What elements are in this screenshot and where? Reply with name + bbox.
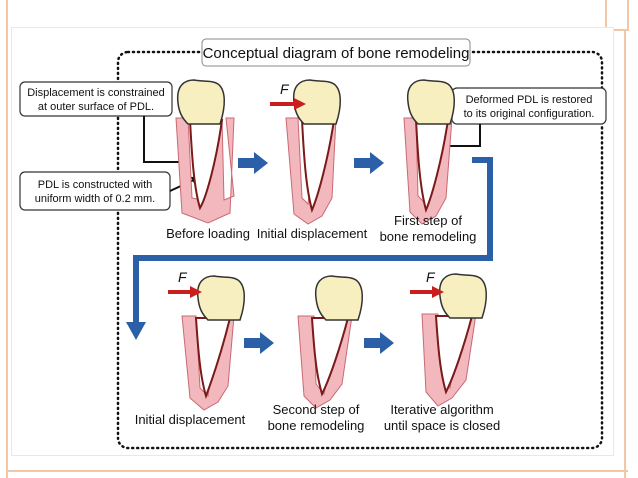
force-arrow-1-head xyxy=(294,98,306,110)
svg-text:Displacement is constrained: Displacement is constrained xyxy=(27,87,165,99)
caption-second-step-line1: Second step of xyxy=(273,402,360,417)
caption-first-step-line2: bone remodeling xyxy=(380,229,477,244)
force-label-2: F xyxy=(178,269,188,285)
flow-arrow-1 xyxy=(238,152,268,174)
caption-iterative-line2: until space is closed xyxy=(384,418,500,433)
callout-outer-surface: Displacement is constrained at outer sur… xyxy=(19,81,173,117)
callout-outer-surface-pointer xyxy=(143,116,190,166)
diagram-title: Conceptual diagram of bone remodeling xyxy=(203,45,470,62)
flow-arrow-3 xyxy=(244,332,274,354)
slide-border xyxy=(6,0,626,478)
slide-corner-decoration xyxy=(605,0,629,31)
tooth-first-step-remodeling xyxy=(403,79,455,225)
caption-first-step-line1: First step of xyxy=(394,213,462,228)
flow-connector xyxy=(133,157,493,326)
caption-second-step-line2: bone remodeling xyxy=(268,418,365,433)
svg-text:to its original configuration.: to its original configuration. xyxy=(464,108,595,120)
tooth-initial-displacement-1 xyxy=(285,79,341,225)
force-label-1: F xyxy=(280,81,290,97)
svg-text:PDL is constructed with: PDL is constructed with xyxy=(38,179,153,191)
svg-text:uniform width of 0.2 mm.: uniform width of 0.2 mm. xyxy=(35,193,155,205)
diagram-figure: Conceptual diagram of bone remodeling Di… xyxy=(12,28,613,455)
caption-initial-displacement-1: Initial displacement xyxy=(257,226,368,241)
tooth-second-step-remodeling xyxy=(297,275,363,409)
title-box xyxy=(201,38,471,67)
force-label-3: F xyxy=(426,269,436,285)
callout-restored-pointer xyxy=(440,124,481,150)
force-arrow-3-head xyxy=(432,286,444,298)
diagram-canvas: Conceptual diagram of bone remodeling Di… xyxy=(19,38,607,450)
tooth-before-loading xyxy=(175,79,235,224)
caption-before-loading: Before loading xyxy=(166,226,250,241)
slide-bottom-line xyxy=(6,470,628,472)
caption-initial-displacement-2: Initial displacement xyxy=(135,412,246,427)
callout-uniform-width: PDL is constructed with uniform width of… xyxy=(19,171,171,211)
tooth-iterative-algorithm xyxy=(421,273,487,407)
force-arrow-2-head xyxy=(190,286,202,298)
svg-text:Deformed PDL is restored: Deformed PDL is restored xyxy=(466,94,593,106)
caption-iterative-line1: Iterative algorithm xyxy=(390,402,493,417)
flow-connector-head xyxy=(126,322,146,340)
flow-arrow-2 xyxy=(354,152,384,174)
tooth-initial-displacement-2 xyxy=(181,275,245,411)
flow-arrow-4 xyxy=(364,332,394,354)
callout-restored: Deformed PDL is restored to its original… xyxy=(451,87,607,125)
svg-text:at outer surface of PDL.: at outer surface of PDL. xyxy=(38,101,154,113)
